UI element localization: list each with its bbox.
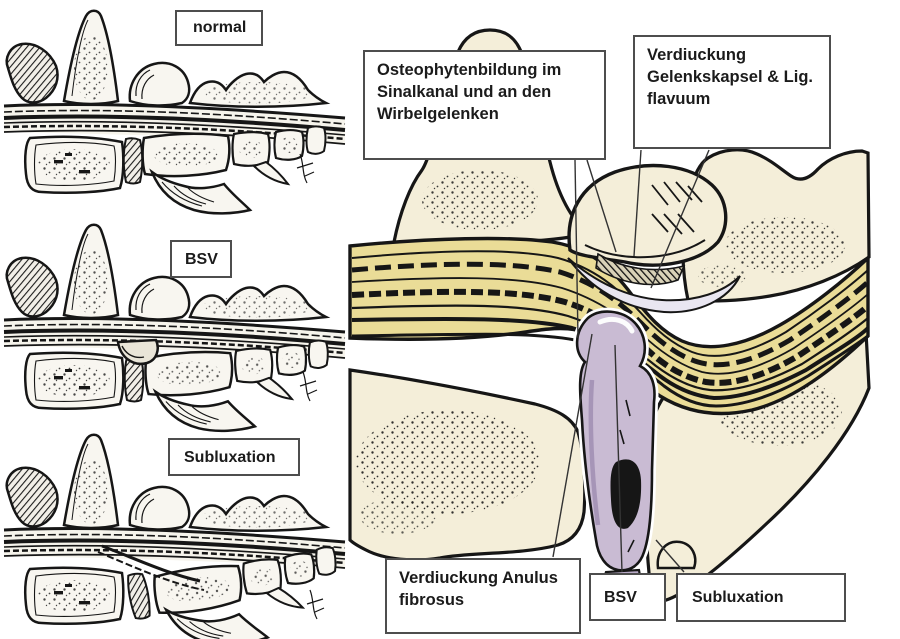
band-kink [101,544,201,583]
label-capsule: Verdiuckung Gelenkskapsel & Lig. flavuum [633,35,831,149]
facet-joint [567,163,728,286]
figure-subluxation [2,432,347,639]
leader-lines [552,149,710,573]
subluxation-step [656,540,697,570]
label-osteophyte: Osteophytenbildung im Sinalkanal und an … [363,50,606,160]
label-subluxation-right: Subluxation [676,573,846,622]
leader-osteophyte-1 [574,159,579,339]
disc-dark-core [610,459,642,529]
label-bsv-left: BSV [170,240,232,278]
label-subluxation-left: Subluxation [168,438,300,476]
leader-osteophyte-2 [586,159,617,253]
joint-capsule-space [567,257,741,314]
label-normal: normal [175,10,263,46]
leader-capsule-2 [650,149,710,289]
label-bsv-right: BSV [589,573,666,621]
lower-vertebra-left [348,368,587,562]
disc-bulge [116,338,159,366]
label-anulus: Verdiuckung Anulus fibrosus [385,558,581,634]
leader-capsule-1 [633,149,642,257]
leader-subluxation [655,539,685,573]
leader-anulus [552,333,593,558]
osteophyte-ridge [595,252,686,286]
figure-bsv [2,222,347,435]
upper-vertebra-right [681,148,871,303]
leader-bsv [614,344,623,573]
